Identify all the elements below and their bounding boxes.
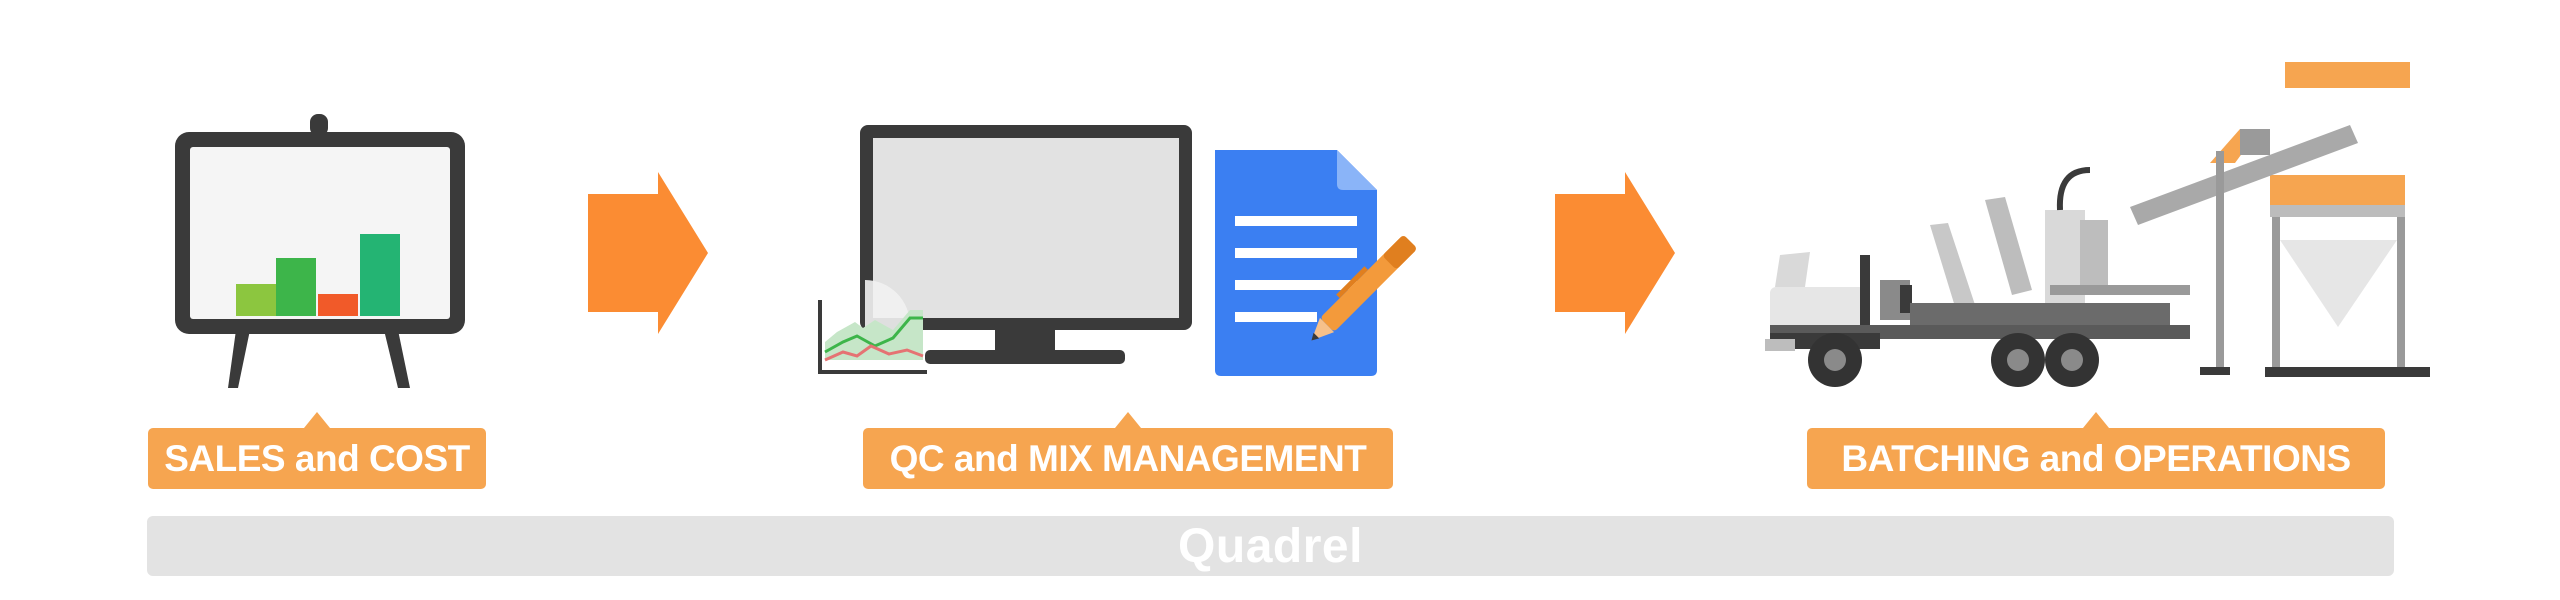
concrete-plant-truck-icon xyxy=(1765,62,2430,387)
label-notch xyxy=(1115,412,1141,428)
stage-label-qc-mix: QC and MIX MANAGEMENT xyxy=(863,412,1393,489)
platform-label: Quadrel xyxy=(1178,519,1363,573)
easel-chart-icon xyxy=(175,114,465,388)
stage-label-text: SALES and COST xyxy=(164,437,470,479)
stage-label-text: BATCHING and OPERATIONS xyxy=(1841,437,2351,479)
monitor-document-icon xyxy=(818,125,1416,376)
platform-bar: Quadrel xyxy=(147,516,2394,576)
stage-label-batching-ops: BATCHING and OPERATIONS xyxy=(1807,412,2385,489)
label-notch xyxy=(304,412,330,428)
arrow-right-icon xyxy=(588,172,708,334)
arrow-right-icon xyxy=(1555,172,1675,334)
stage-label-sales-cost: SALES and COST xyxy=(148,412,486,489)
label-notch xyxy=(2083,412,2109,428)
stage-label-text: QC and MIX MANAGEMENT xyxy=(889,437,1367,479)
